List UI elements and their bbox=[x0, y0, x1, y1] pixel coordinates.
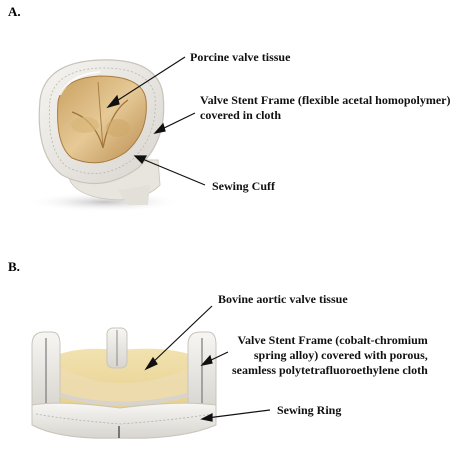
cobalt-stent-frame-line1: Valve Stent Frame (cobalt-chromium bbox=[237, 333, 428, 347]
porcine-valve-image bbox=[27, 59, 183, 212]
acetal-stent-frame-line2: covered in cloth bbox=[200, 108, 282, 122]
bovine-tissue-label: Bovine aortic valve tissue bbox=[218, 292, 348, 306]
bovine-valve-image bbox=[30, 327, 220, 439]
porcine-tissue-label: Porcine valve tissue bbox=[190, 50, 291, 64]
panel-a-label: A. bbox=[8, 4, 21, 19]
sewing-cuff-label: Sewing Cuff bbox=[212, 179, 276, 193]
cobalt-stent-frame-line2: spring alloy) covered with porous, bbox=[253, 348, 428, 362]
bovine-annotation-arrows bbox=[144, 305, 271, 422]
cobalt-stent-frame-label: Valve Stent Frame (cobalt-chromium sprin… bbox=[232, 333, 428, 378]
acetal-stent-frame-label: Valve Stent Frame (flexible acetal homop… bbox=[200, 93, 451, 123]
panel-b-label: B. bbox=[8, 259, 20, 274]
sewing-ring-label: Sewing Ring bbox=[277, 403, 342, 417]
cobalt-stent-frame-line3: seamless polytetrafluoroethylene cloth bbox=[232, 363, 428, 377]
acetal-stent-frame-line1: Valve Stent Frame (flexible acetal homop… bbox=[200, 93, 451, 107]
porcine-annotation-arrows bbox=[106, 56, 206, 186]
